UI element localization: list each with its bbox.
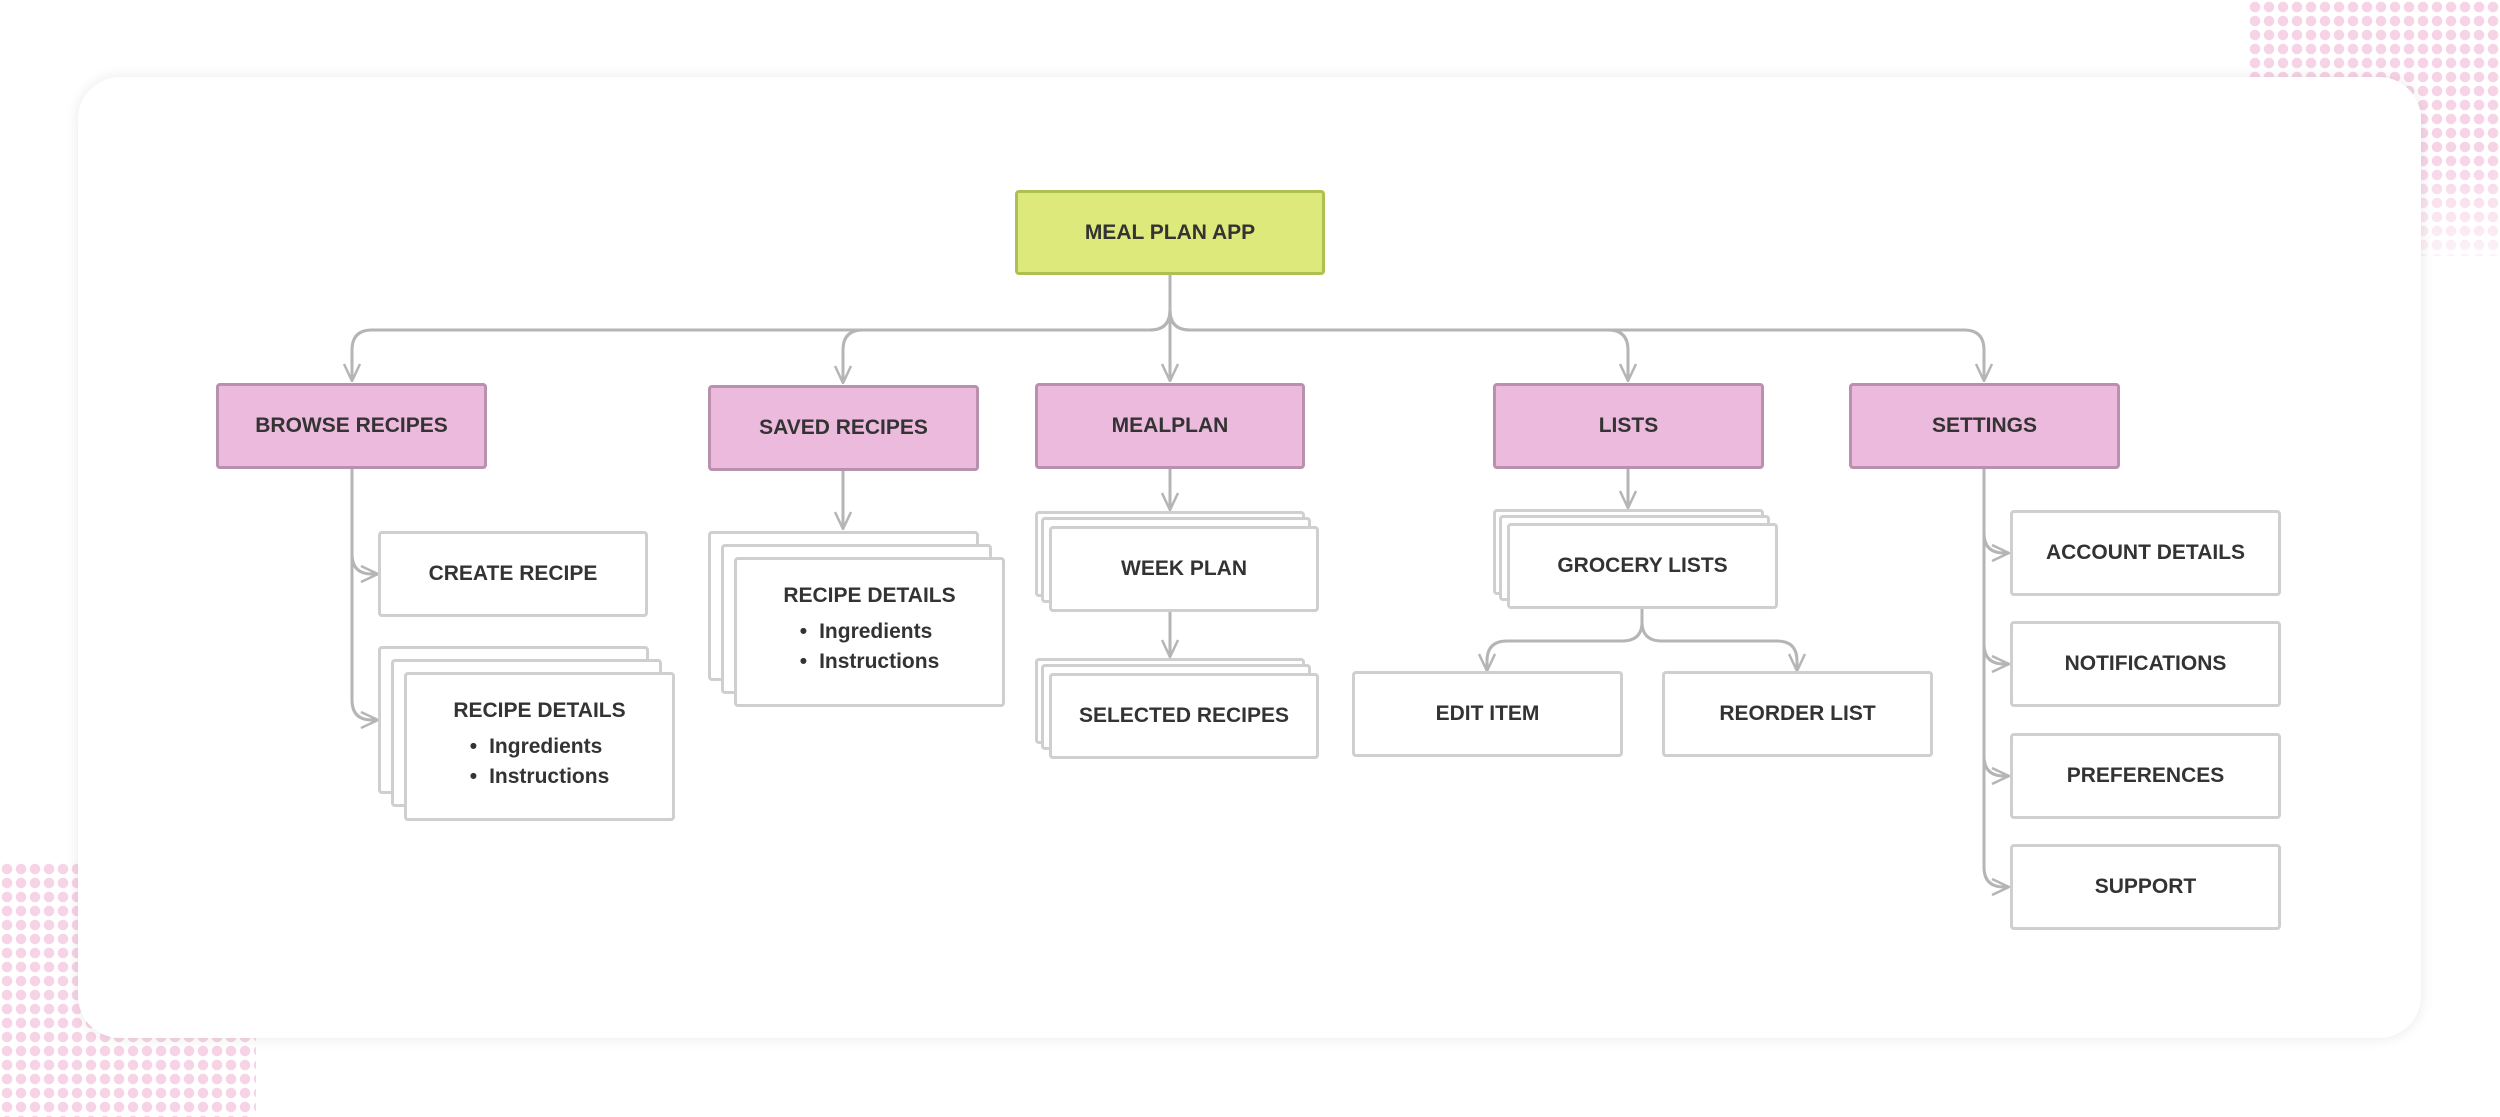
category-saved-recipes: SAVED RECIPES — [708, 385, 979, 471]
connector-settings-account — [1982, 469, 2009, 553]
leaf-create-recipe: CREATE RECIPE — [378, 531, 648, 617]
connector-root-saved — [843, 309, 1172, 383]
connector-grocery-edit — [1487, 608, 1644, 671]
leaf-selected-recipes: SELECTED RECIPES — [1049, 673, 1319, 759]
category-lists: LISTS — [1493, 383, 1764, 469]
category-settings-label: SETTINGS — [1931, 414, 2037, 437]
leaf-support-label: SUPPORT — [2094, 875, 2197, 898]
connector-root-browse — [352, 275, 1172, 381]
connector-settings-support — [1982, 756, 2009, 887]
leaf-notifications: NOTIFICATIONS — [2010, 621, 2281, 707]
leaf-create-recipe-label: CREATE RECIPE — [428, 562, 598, 585]
leaf-browse-recipe-details: RECIPE DETAILS Ingredients Instructions — [404, 672, 675, 821]
leaf-account-details-label: ACCOUNT DETAILS — [2045, 541, 2246, 564]
leaf-account-details: ACCOUNT DETAILS — [2010, 510, 2281, 596]
category-browse-recipes: BROWSE RECIPES — [216, 383, 487, 469]
root-label: MEAL PLAN APP — [1084, 220, 1256, 244]
category-lists-label: LISTS — [1598, 414, 1659, 437]
leaf-edit-item: EDIT ITEM — [1352, 671, 1623, 757]
leaf-selected-recipes-label: SELECTED RECIPES — [1078, 704, 1290, 727]
saved-details-title: RECIPE DETAILS — [783, 584, 956, 607]
saved-details-bullets: Ingredients Instructions — [800, 614, 940, 680]
leaf-reorder-list: REORDER LIST — [1662, 671, 1933, 757]
connector-root-lists — [1168, 309, 1628, 381]
leaf-support: SUPPORT — [2010, 844, 2281, 930]
root-node: MEAL PLAN APP — [1015, 190, 1325, 275]
category-browse-label: BROWSE RECIPES — [255, 414, 448, 437]
leaf-week-plan: WEEK PLAN — [1049, 526, 1319, 612]
browse-details-bullets: Ingredients Instructions — [470, 729, 610, 795]
leaf-reorder-list-label: REORDER LIST — [1719, 702, 1876, 725]
leaf-preferences-label: PREFERENCES — [2066, 764, 2225, 787]
browse-details-title: RECIPE DETAILS — [453, 698, 626, 722]
saved-details-bullet-ingredients: Ingredients — [800, 620, 940, 644]
leaf-grocery-lists: GROCERY LISTS — [1507, 523, 1778, 609]
leaf-edit-item-label: EDIT ITEM — [1435, 702, 1540, 725]
category-settings: SETTINGS — [1849, 383, 2120, 469]
leaf-notifications-label: NOTIFICATIONS — [2064, 652, 2227, 675]
connector-browse-create — [350, 469, 378, 574]
connector-grocery-reorder — [1640, 621, 1797, 671]
leaf-preferences: PREFERENCES — [2010, 733, 2281, 819]
category-mealplan: MEALPLAN — [1035, 383, 1305, 469]
category-saved-label: SAVED RECIPES — [759, 416, 928, 439]
browse-details-bullet-ingredients: Ingredients — [470, 735, 610, 759]
leaf-week-plan-label: WEEK PLAN — [1121, 557, 1247, 580]
category-mealplan-label: MEALPLAN — [1111, 414, 1229, 437]
browse-details-bullet-instructions: Instructions — [470, 765, 609, 789]
connector-browse-details — [350, 554, 378, 720]
saved-details-bullet-instructions: Instructions — [800, 650, 939, 674]
leaf-saved-recipe-details: RECIPE DETAILS Ingredients Instructions — [734, 557, 1005, 707]
leaf-grocery-lists-label: GROCERY LISTS — [1557, 554, 1728, 577]
connector-root-settings — [1168, 309, 1984, 381]
